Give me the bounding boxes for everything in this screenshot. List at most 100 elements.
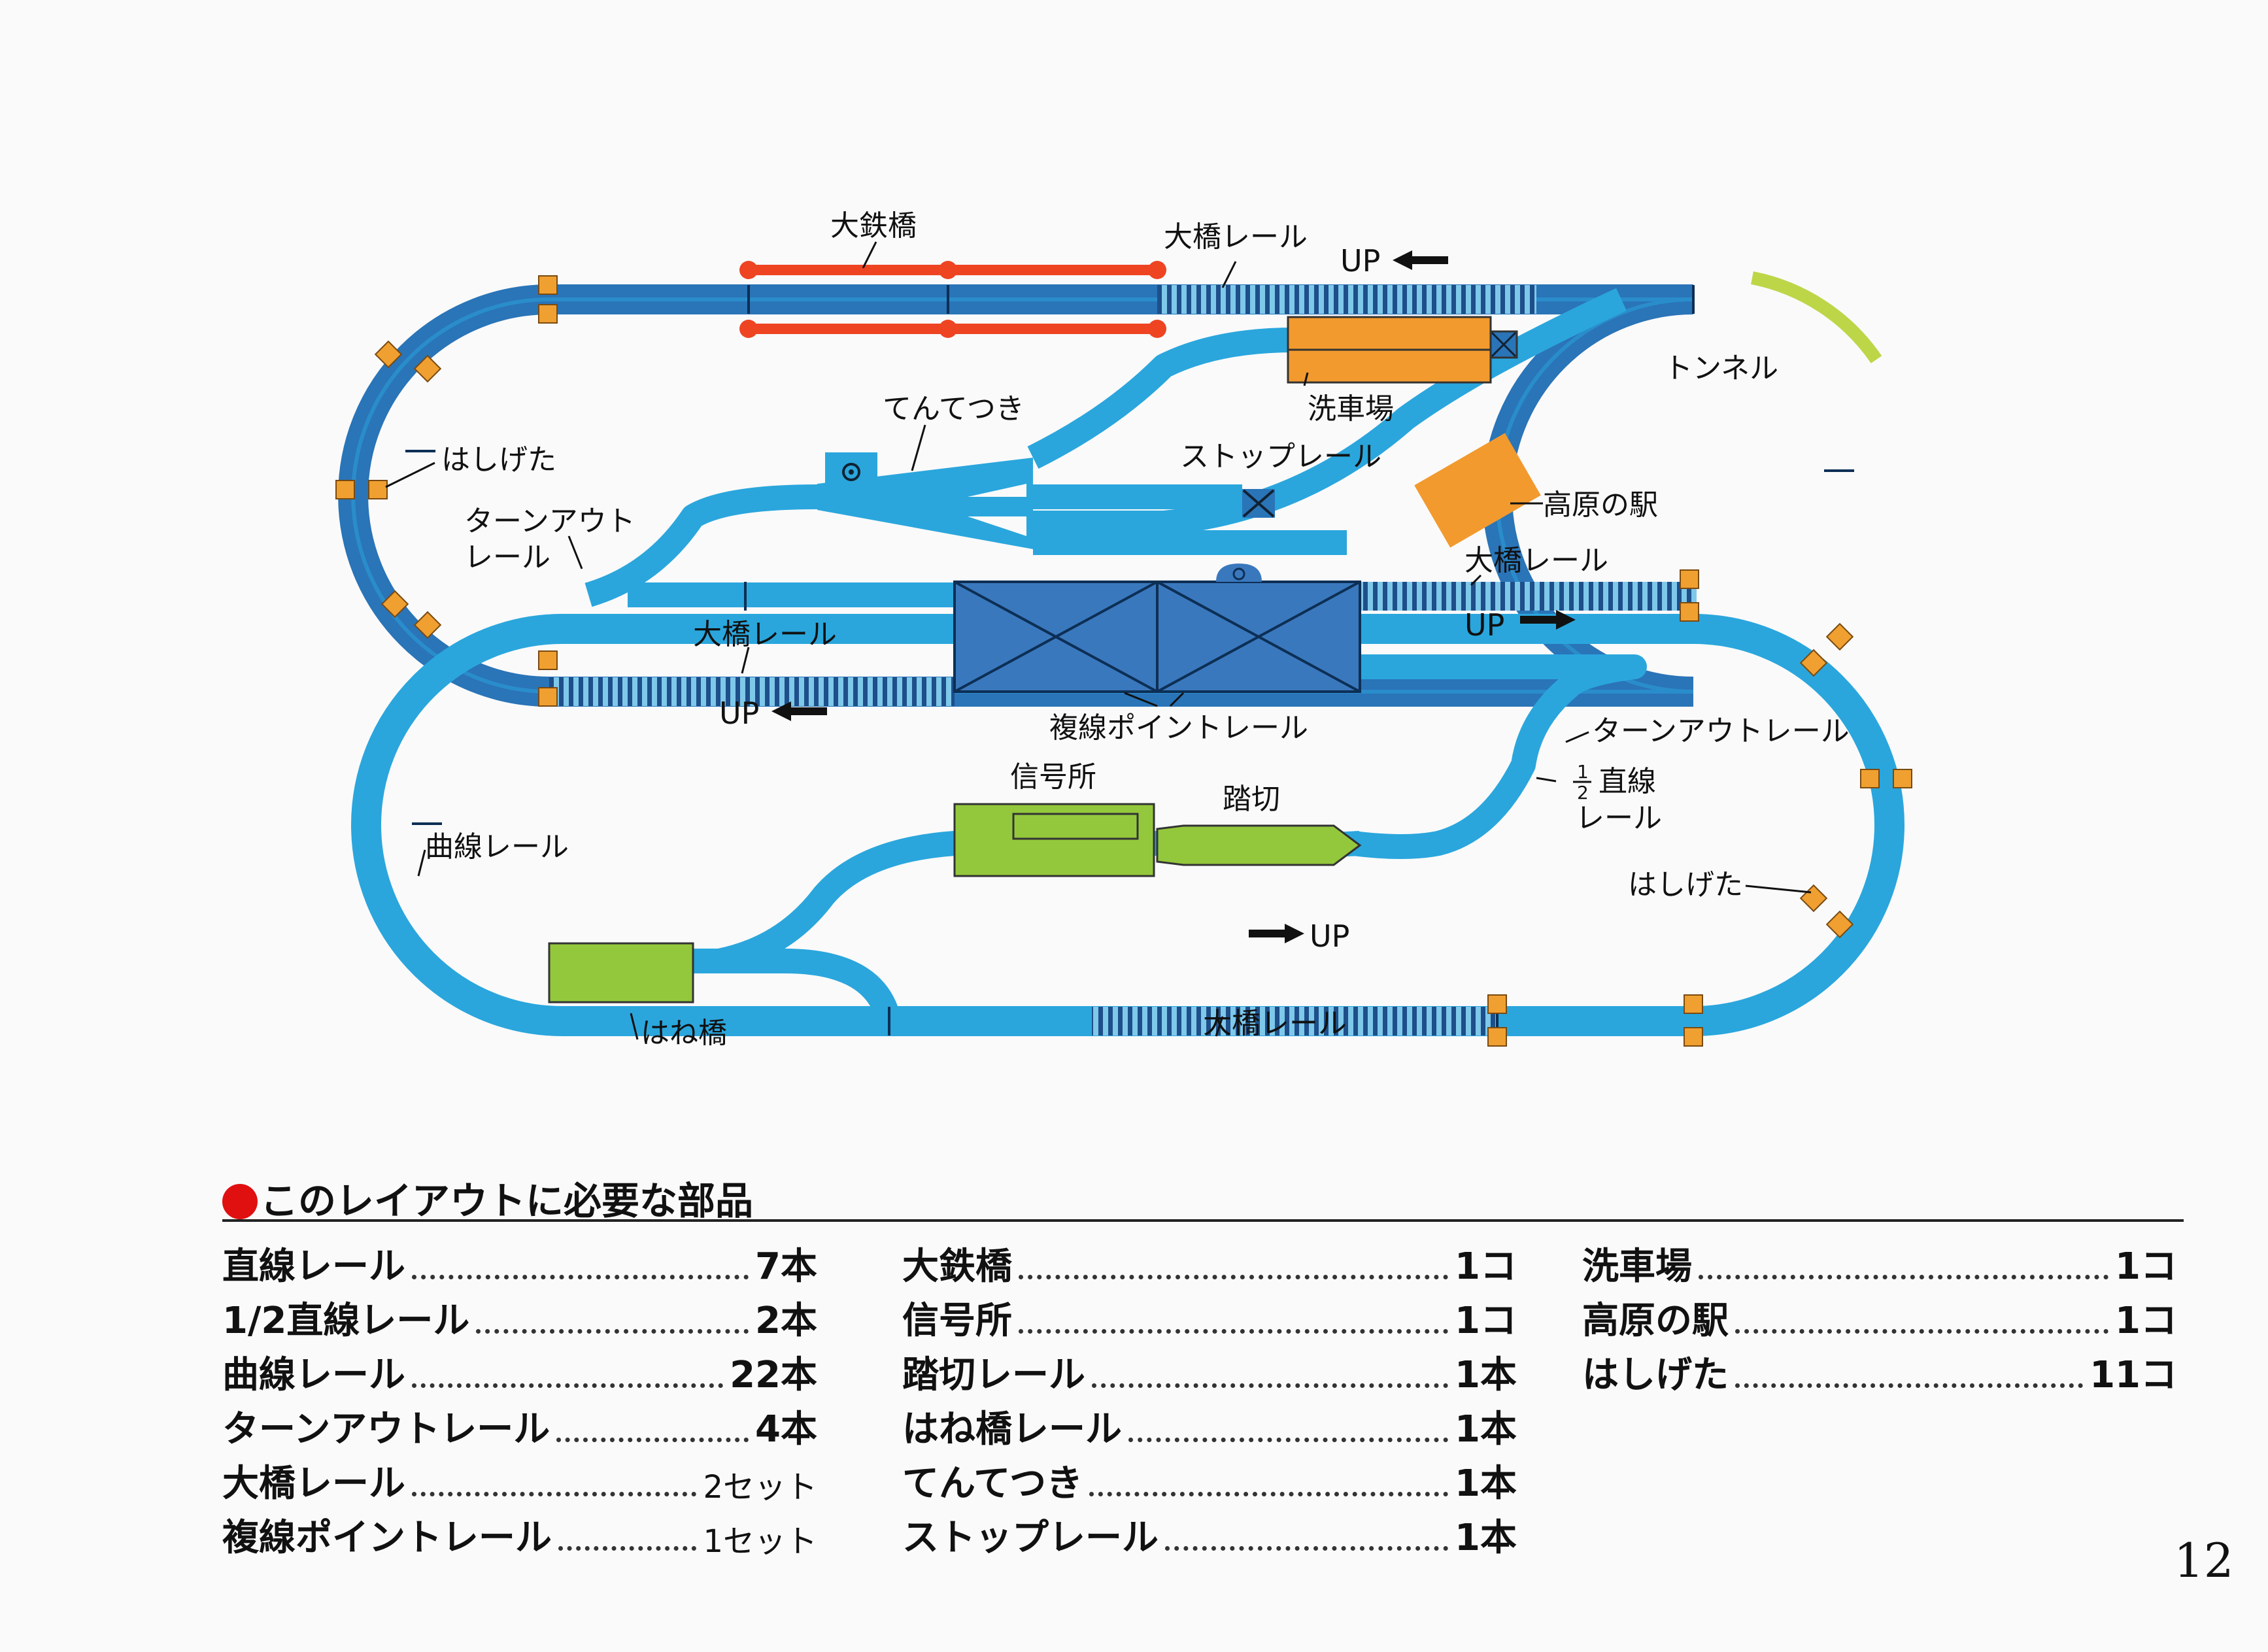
- leader-lines: [385, 241, 1812, 1040]
- list-item: 信号所 1コ: [902, 1290, 1517, 1344]
- part-qty: 1コ: [2115, 1300, 2177, 1342]
- label-stop-rail: ストップレール: [1180, 440, 1381, 473]
- leader-dots: [412, 1383, 724, 1388]
- lower-left-siding: [693, 949, 902, 1024]
- leader-dots: [412, 1492, 697, 1496]
- tentetsuki-point: [817, 452, 1033, 549]
- part-qty: 1本: [1455, 1408, 1517, 1451]
- big-iron-bridge: [739, 261, 1166, 338]
- label-car-wash: 洗車場: [1308, 392, 1394, 426]
- signal-box: [953, 803, 1155, 877]
- part-qty: 22本: [730, 1354, 817, 1396]
- double-point-rail: [953, 564, 1361, 693]
- label-half-straight-2: レール: [1576, 801, 1662, 835]
- leader-dots: [1165, 1546, 1449, 1551]
- label-ohashi-middle-left: 大橋レール: [693, 618, 837, 651]
- label-turnout-right: ターンアウトレール: [1592, 715, 1850, 748]
- red-bullet-icon: [222, 1184, 258, 1219]
- list-item: はね橋レール 1本: [902, 1398, 1517, 1453]
- part-name: ストップレール: [902, 1517, 1159, 1559]
- leader-dots: [1019, 1329, 1449, 1334]
- label-big-iron-bridge: 大鉄橋: [830, 209, 917, 243]
- part-qty: 4本: [755, 1408, 817, 1451]
- kogen-station: [1414, 433, 1541, 548]
- label-up-top: UP: [1340, 243, 1380, 278]
- label-kogen-station: 高原の駅: [1543, 488, 1658, 522]
- leader-dots: [1089, 1492, 1449, 1496]
- leader-dots: [412, 1275, 749, 1279]
- car-wash: [1287, 316, 1518, 384]
- part-name: 踏切レール: [902, 1354, 1085, 1396]
- part-name: 大橋レール: [222, 1462, 405, 1505]
- part-name: てんてつき: [902, 1462, 1083, 1505]
- label-crossing: 踏切: [1223, 783, 1280, 816]
- part-qty: 1コ: [1455, 1300, 1517, 1342]
- part-name: 大鉄橋: [902, 1245, 1012, 1288]
- list-item: 洗車場 1コ: [1582, 1236, 2177, 1290]
- part-qty: 7本: [755, 1245, 817, 1288]
- ohashi-rail-bottom: [1092, 1007, 1497, 1036]
- ohashi-rail-middle-right: [1357, 582, 1697, 611]
- ohashi-rail-middle-left: [549, 677, 955, 706]
- label-ohashi-middle-right: 大橋レール: [1464, 544, 1608, 577]
- part-name: 洗車場: [1582, 1245, 1692, 1288]
- leader-dots: [1019, 1275, 1449, 1279]
- parts-title: このレイアウトに必要な部品: [260, 1179, 754, 1223]
- leader-dots: [1699, 1275, 2109, 1279]
- part-name: はしげた: [1582, 1354, 1729, 1396]
- leader-dots: [1735, 1329, 2109, 1334]
- part-name: 複線ポイントレール: [222, 1517, 552, 1559]
- part-name: はね橋レール: [902, 1408, 1122, 1451]
- label-curve-rail: 曲線レール: [425, 830, 569, 864]
- list-item: 複線ポイントレール 1セット: [222, 1507, 817, 1561]
- part-qty: 1本: [1455, 1462, 1517, 1505]
- part-qty: 1コ: [2115, 1245, 2177, 1288]
- list-item: ターンアウトレール 4本: [222, 1398, 817, 1453]
- upper-loop-track: [338, 284, 1694, 707]
- list-item: 1/2直線レール 2本: [222, 1290, 817, 1344]
- leader-dots: [558, 1546, 697, 1551]
- label-ohashi-top: 大橋レール: [1164, 220, 1308, 254]
- label-up-middle-left: UP: [719, 696, 759, 731]
- part-qty: 1セット: [703, 1523, 817, 1560]
- label-turnout-left-2: レール: [464, 541, 550, 574]
- track-layout-diagram: 大鉄橋 大橋レール UP トンネル 洗車場 てんてつき ストップレール 高原の駅…: [335, 209, 1912, 1050]
- label-up-bottom: UP: [1310, 919, 1349, 954]
- list-item: てんてつき 1本: [902, 1453, 1517, 1507]
- label-double-point: 複線ポイントレール: [1049, 711, 1308, 745]
- stop-rail: [1242, 489, 1275, 518]
- part-name: ターンアウトレール: [222, 1408, 550, 1451]
- crossing: [1156, 824, 1362, 866]
- parts-list: このレイアウトに必要な部品 直線レール 7本 1/2直線レール 2本 曲線レール 22…: [222, 1170, 2184, 1562]
- label-ohashi-bottom: 大橋レール: [1203, 1007, 1347, 1040]
- leader-dots: [1128, 1438, 1449, 1442]
- up-arrows: [771, 250, 1576, 943]
- label-spring-bridge: はね橋: [641, 1017, 727, 1050]
- label-tunnel: トンネル: [1664, 352, 1778, 385]
- label-turnout-left-1: ターンアウト: [464, 505, 635, 538]
- part-name: 直線レール: [222, 1245, 405, 1288]
- part-qty: 2本: [755, 1300, 817, 1342]
- part-qty: 1本: [1455, 1354, 1517, 1396]
- part-name: 1/2直線レール: [222, 1300, 470, 1342]
- part-name: 曲線レール: [222, 1354, 405, 1396]
- list-item: 曲線レール 22本: [222, 1344, 817, 1398]
- label-signal-box: 信号所: [1010, 760, 1096, 794]
- list-item: 踏切レール 1本: [902, 1344, 1517, 1398]
- leader-dots: [1735, 1383, 2084, 1388]
- leader-dots: [1092, 1383, 1449, 1388]
- label-hashigeta-right: はしげた: [1628, 868, 1743, 902]
- parts-column-2: 大鉄橋 1コ 信号所 1コ 踏切レール 1本 はね橋レール 1本 てんてつき 1本 ストッ…: [902, 1236, 1517, 1561]
- part-qty: 11コ: [2090, 1354, 2177, 1396]
- parts-header: このレイアウトに必要な部品: [222, 1170, 753, 1225]
- part-name: 信号所: [902, 1300, 1012, 1342]
- lower-loop-track: [351, 614, 1904, 1036]
- label-hashigeta-left: はしげた: [441, 443, 556, 477]
- list-item: 直線レール 7本: [222, 1236, 817, 1290]
